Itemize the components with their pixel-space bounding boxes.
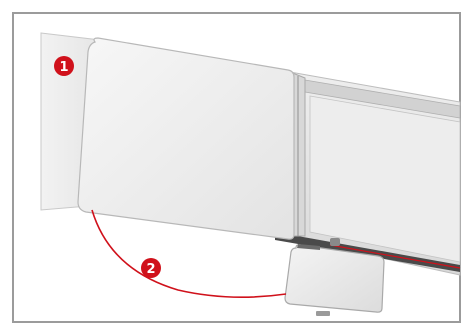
callout-2: 2 — [141, 258, 161, 278]
rail-knob — [330, 238, 340, 246]
hinged-lid — [285, 245, 384, 312]
sliding-panel — [78, 38, 294, 239]
callout-1-label: 1 — [59, 60, 68, 75]
lid-latch — [316, 311, 330, 316]
callout-2-label: 2 — [146, 262, 155, 277]
callout-1: 1 — [54, 56, 74, 76]
